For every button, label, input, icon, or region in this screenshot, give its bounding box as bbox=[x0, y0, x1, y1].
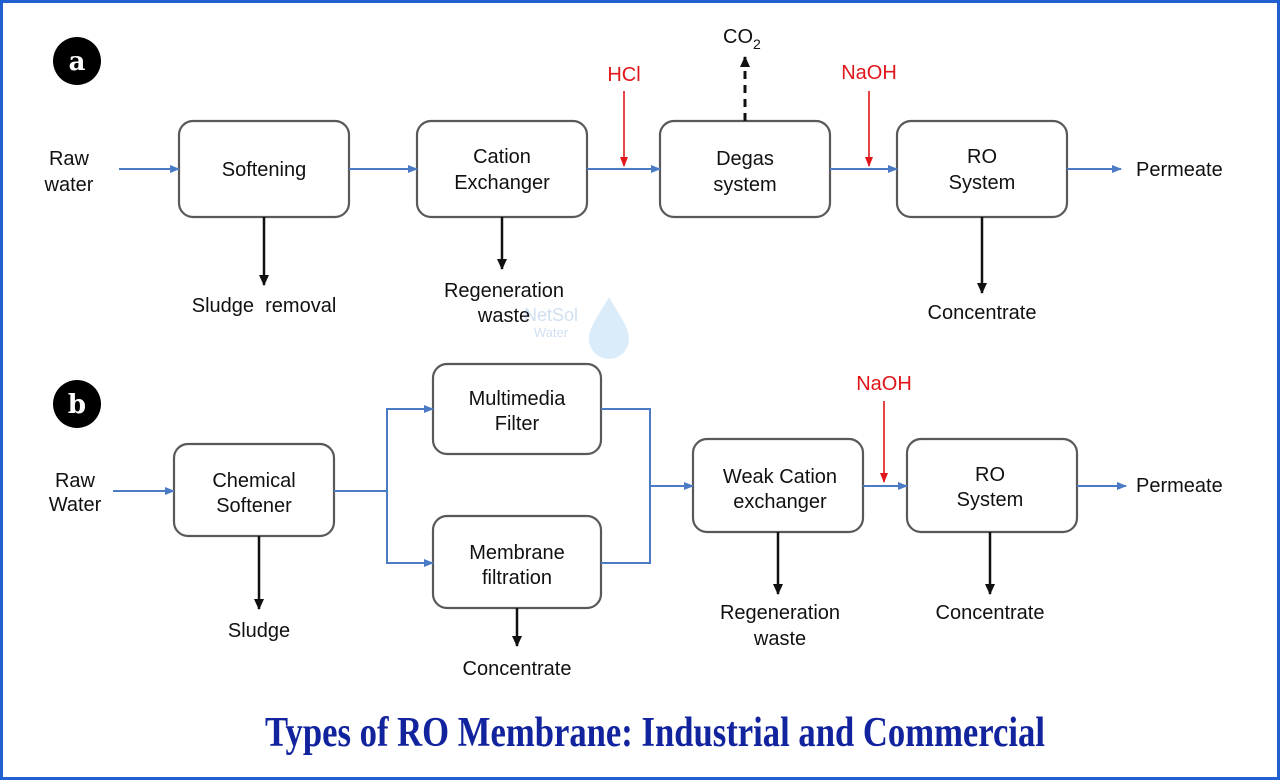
watermark-line2: Water bbox=[534, 325, 569, 340]
ro-system-a-box bbox=[895, 119, 1069, 219]
chemical-softener-line2: Softener bbox=[216, 495, 292, 517]
raw-water-b-line2: Water bbox=[49, 494, 102, 516]
badge-a: a bbox=[53, 37, 101, 85]
degas-system-line2: system bbox=[713, 174, 776, 196]
flow-softener-to-multimedia bbox=[334, 405, 434, 492]
degas-system-line1: Degas bbox=[716, 148, 774, 170]
weak-cation-exchanger-line2: exchanger bbox=[733, 491, 827, 513]
cation-exchanger-box bbox=[415, 119, 589, 219]
sludge-b-label: Sludge bbox=[228, 620, 290, 642]
permeate-b-label: Permeate bbox=[1136, 475, 1223, 497]
multimedia-filter-line2: Filter bbox=[495, 413, 540, 435]
flow-filters-merge bbox=[601, 408, 651, 564]
water-drop-icon bbox=[589, 297, 629, 359]
sludge-removal-label: Sludge removal bbox=[192, 295, 337, 317]
regen-waste-b-line2: waste bbox=[753, 628, 806, 650]
flow-diagram: a Raw water Softening Cation Exchanger D… bbox=[44, 26, 1223, 756]
naoh-a-label: NaOH bbox=[841, 62, 897, 84]
raw-water-b-line1: Raw bbox=[55, 470, 96, 492]
cation-exchanger-line2: Exchanger bbox=[454, 172, 550, 194]
membrane-filtration-line2: filtration bbox=[482, 567, 552, 589]
ro-system-b-line1: RO bbox=[975, 464, 1005, 486]
watermark-logo: NetSol Water bbox=[524, 297, 629, 359]
raw-water-a-line1: Raw bbox=[49, 148, 90, 170]
badge-b: b bbox=[53, 380, 101, 428]
raw-water-a-line2: water bbox=[44, 174, 94, 196]
chemical-softener-line1: Chemical bbox=[212, 470, 295, 492]
badge-a-label: a bbox=[69, 47, 86, 77]
weak-cation-exchanger-line1: Weak Cation bbox=[723, 466, 837, 488]
multimedia-filter-line1: Multimedia bbox=[469, 388, 567, 410]
ro-system-b-line2: System bbox=[957, 489, 1024, 511]
permeate-a-label: Permeate bbox=[1136, 159, 1223, 181]
page-title: Types of RO Membrane: Industrial and Com… bbox=[265, 710, 1045, 756]
badge-b-label: b bbox=[68, 390, 86, 420]
co2-label: CO2 bbox=[723, 26, 761, 52]
regen-waste-a-line2: waste bbox=[477, 305, 530, 327]
softening-label: Softening bbox=[222, 159, 307, 181]
concentrate-a-label: Concentrate bbox=[928, 302, 1037, 324]
membrane-concentrate-label: Concentrate bbox=[463, 658, 572, 680]
ro-concentrate-b-label: Concentrate bbox=[936, 602, 1045, 624]
flow-softener-to-membrane bbox=[386, 491, 434, 567]
cation-exchanger-line1: Cation bbox=[473, 146, 531, 168]
hcl-label: HCl bbox=[607, 64, 640, 86]
watermark-line1: NetSol bbox=[524, 305, 578, 325]
naoh-b-label: NaOH bbox=[856, 373, 912, 395]
regen-waste-a-line1: Regeneration bbox=[444, 280, 564, 302]
regen-waste-b-line1: Regeneration bbox=[720, 602, 840, 624]
ro-system-a-line1: RO bbox=[967, 146, 997, 168]
membrane-filtration-line1: Membrane bbox=[469, 542, 565, 564]
ro-system-a-line2: System bbox=[949, 172, 1016, 194]
